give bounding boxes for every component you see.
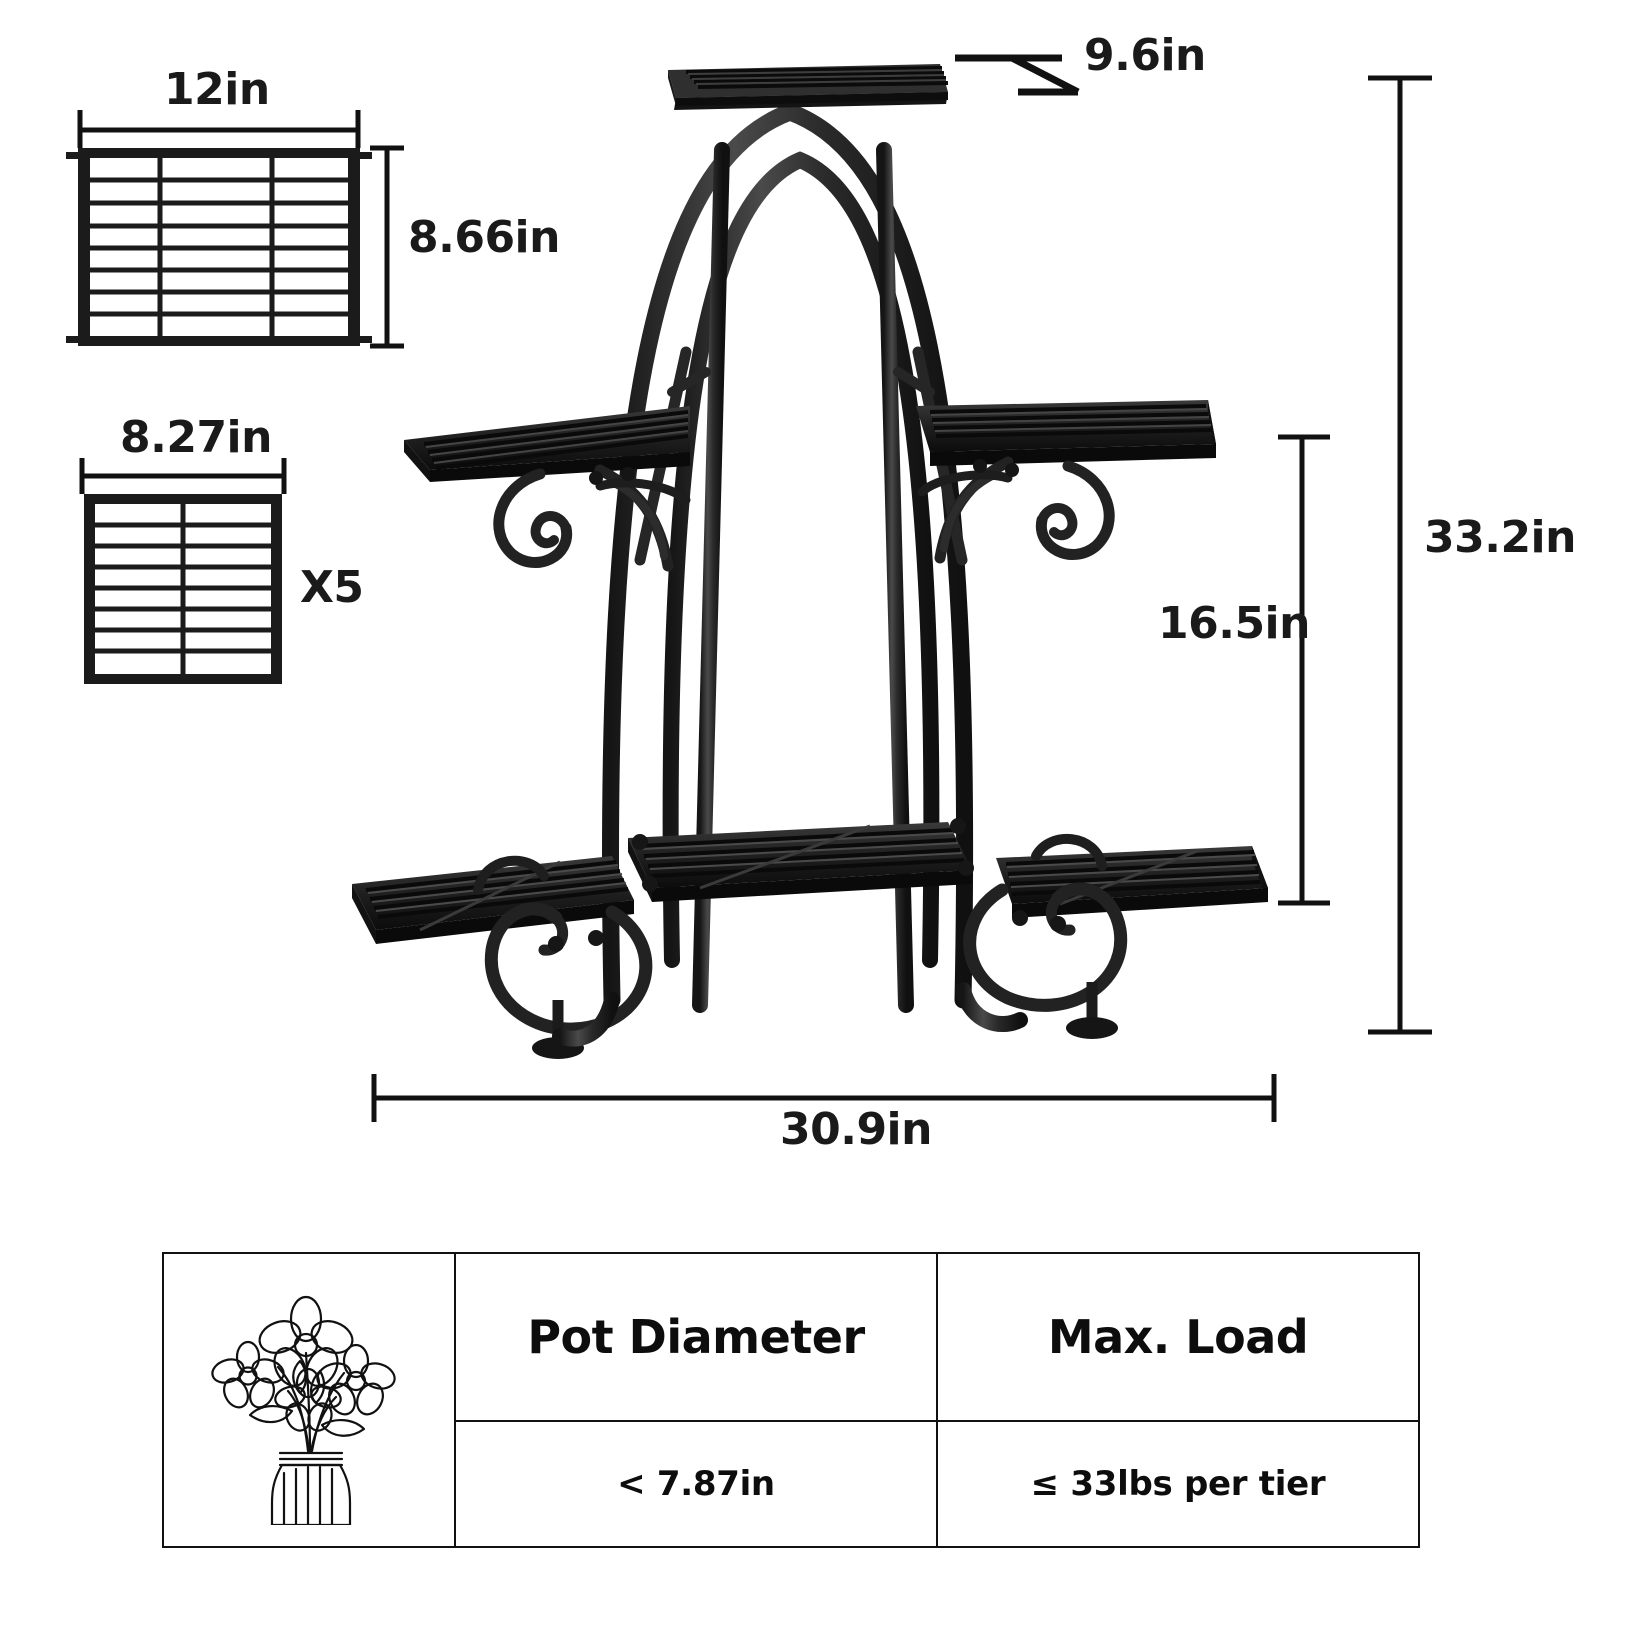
spec-header-max-load-text: Max. Load [1047,1310,1309,1364]
shelf-middle-right [916,400,1216,564]
flower-vase-icon-cell [162,1252,456,1548]
overall-height-dimension [1368,75,1432,1035]
dimension-label-part-large-width: 12in [164,64,270,115]
brace-right-tie [893,367,935,397]
part-small-shelf-drawing [79,458,287,684]
shelf-top [668,64,949,110]
spec-value-max-load: ≤ 33lbs per tier [936,1420,1420,1548]
shelf-bottom-right [963,833,1268,1039]
overall-width-dimension [371,1074,1277,1122]
spec-value-pot-diameter-text: < 7.87in [617,1464,775,1504]
part-large-shelf-drawing [66,110,404,349]
scroll-middle-left [493,468,573,568]
dimension-label-part-large-height: 8.66in [408,212,560,263]
flower-vase-icon [211,1295,396,1525]
spec-table-value-row: < 7.87in ≤ 33lbs per tier [163,1420,1420,1548]
quantity-label-part-small: X5 [300,562,364,613]
shelf-middle-left [404,406,691,572]
spec-value-max-load-text: ≤ 33lbs per tier [1030,1464,1326,1504]
spec-table-header-row: Pot Diameter Max. Load [162,1252,1420,1548]
spec-value-pot-diameter: < 7.87in [454,1420,938,1548]
spec-header-pot-diameter: Pot Diameter [454,1252,938,1422]
plant-stand-body [352,64,1268,1059]
dimension-label-top-shelf-depth: 9.6in [1084,30,1206,81]
spec-header-pot-diameter-text: Pot Diameter [527,1310,865,1364]
shelf-bottom-center [628,818,974,902]
spec-header-max-load: Max. Load [936,1252,1420,1422]
brace-left-tie [667,367,711,397]
spec-table: Pot Diameter Max. Load < 7.87in ≤ 33lbs … [162,1252,1420,1548]
frame-foot-curl-left [552,992,620,1047]
frame-foot-curl-right [955,982,1028,1032]
dimension-label-tier-gap: 16.5in [1158,598,1310,649]
shelf-bottom-left [352,855,653,1059]
scroll-bottom-left [484,902,653,1036]
dimension-label-overall-height: 33.2in [1424,512,1576,563]
depth-leader-line [955,54,1080,96]
tier-gap-dimension [1278,434,1330,906]
scroll-bottom-right [963,882,1128,1012]
scroll-middle-right [1035,460,1115,560]
frame-inner-arch [662,151,940,968]
dimension-label-part-small-width: 8.27in [120,412,272,463]
dimension-label-overall-width: 30.9in [780,1104,932,1155]
